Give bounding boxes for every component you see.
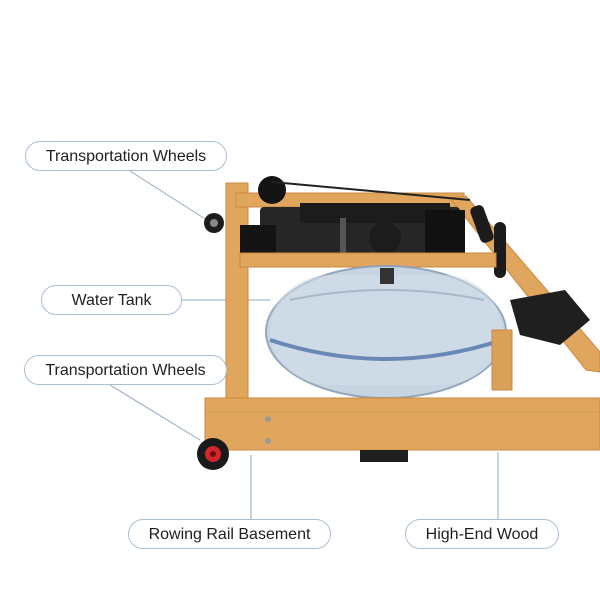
leader-lines bbox=[109, 170, 499, 519]
top-transport-wheel bbox=[204, 213, 224, 233]
callout-transportation-wheels-top: Transportation Wheels bbox=[25, 141, 227, 171]
water-tank bbox=[265, 265, 507, 399]
wood-rear-post bbox=[491, 329, 513, 391]
wood-upright bbox=[225, 182, 249, 399]
bottom-transport-wheel bbox=[197, 438, 229, 470]
handle bbox=[470, 205, 506, 278]
foot-strap bbox=[510, 290, 590, 345]
base-bolt-bottom bbox=[265, 438, 271, 444]
wood-base-rail bbox=[204, 397, 600, 451]
drive-cord bbox=[271, 181, 471, 201]
wood-shelf bbox=[239, 252, 497, 268]
base-foot bbox=[360, 450, 408, 462]
callout-transportation-wheels-bottom: Transportation Wheels bbox=[24, 355, 227, 385]
callout-rowing-rail-basement: Rowing Rail Basement bbox=[128, 519, 331, 549]
leader-line-bottom-wheels bbox=[109, 384, 201, 441]
base-bolt-top bbox=[265, 416, 271, 422]
tank-seal-band bbox=[269, 338, 503, 361]
callout-water-tank: Water Tank bbox=[41, 285, 182, 315]
top-pulley bbox=[258, 176, 286, 204]
leader-line-top-wheels bbox=[129, 170, 211, 223]
drive-mechanism bbox=[240, 176, 465, 256]
callout-high-end-wood: High-End Wood bbox=[405, 519, 559, 549]
